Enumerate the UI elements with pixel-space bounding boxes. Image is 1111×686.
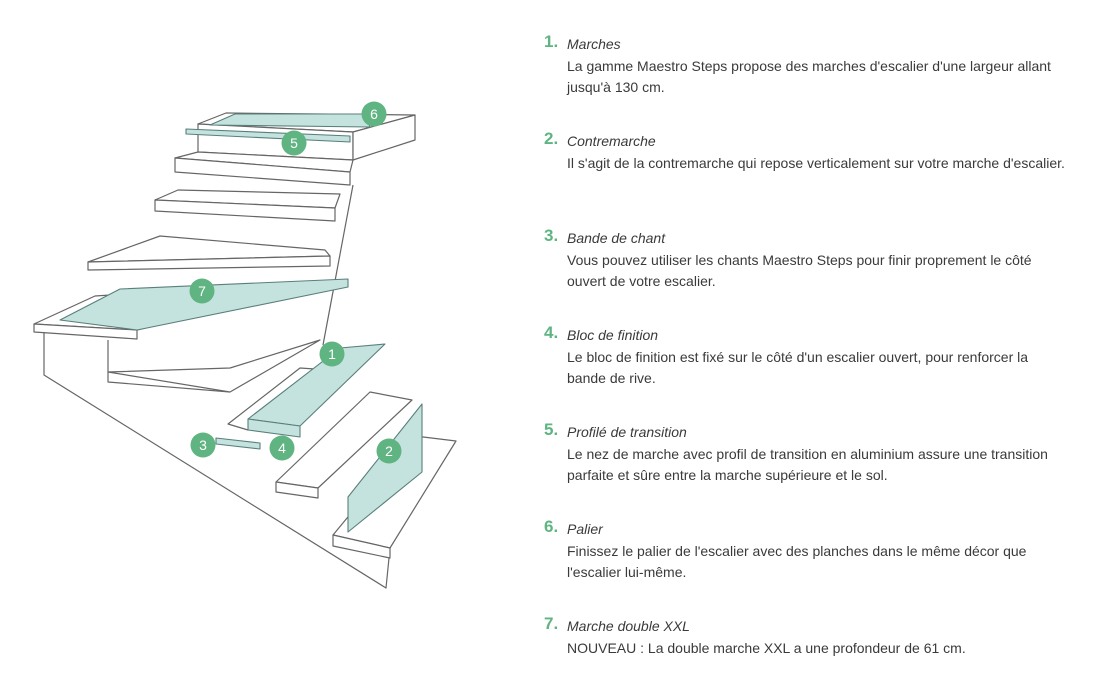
badge-circle — [190, 432, 216, 458]
step-front-g — [332, 534, 391, 559]
badge-label: 3 — [199, 437, 207, 453]
badge-5: 5 — [281, 130, 307, 156]
legend-title: Profilé de transition — [567, 424, 687, 440]
badge-label: 4 — [278, 440, 286, 456]
legend-description: Vous pouvez utiliser les chants Maestro … — [567, 252, 1032, 289]
legend-title: Marche double XXL — [567, 618, 690, 634]
legend-title: Contremarche — [567, 133, 656, 149]
badge-1: 1 — [319, 341, 345, 367]
legend-number: 2. — [544, 129, 559, 148]
badge-2: 2 — [376, 438, 402, 464]
step-front-b — [154, 199, 336, 222]
legend-number: 6. — [544, 517, 559, 536]
badge-circle — [281, 130, 307, 156]
badge-circle — [361, 101, 387, 127]
legend-title: Bande de chant — [567, 230, 666, 246]
legend-number: 4. — [544, 323, 559, 342]
step-front-f — [275, 481, 319, 499]
legend-description: La gamme Maestro Steps propose des march… — [567, 58, 1051, 95]
stair-diagram: 1 2 3 4 5 6 7 — [33, 101, 457, 589]
legend-description: Il s'agit de la contremarche qui repose … — [567, 155, 1065, 171]
legend-number: 1. — [544, 32, 559, 51]
badge-circle — [319, 341, 345, 367]
badge-4: 4 — [269, 435, 295, 461]
tread-nose-highlight — [247, 418, 301, 438]
badge-circle — [376, 438, 402, 464]
badge-label: 6 — [370, 106, 378, 122]
double-step-highlight — [59, 278, 349, 331]
legend-number: 5. — [544, 420, 559, 439]
legend-title: Marches — [567, 36, 621, 52]
badge-circle — [269, 435, 295, 461]
legend-description: Finissez le palier de l'escalier avec de… — [567, 543, 1027, 580]
badge-label: 5 — [290, 135, 298, 151]
badge-label: 1 — [328, 346, 336, 362]
badge-label: 7 — [198, 283, 206, 299]
stringer-right — [322, 184, 354, 346]
edge-band-highlight — [215, 437, 261, 450]
landing-board-highlight — [209, 113, 371, 128]
stringer-left — [43, 332, 391, 589]
legend-description: Le nez de marche avec profil de transiti… — [567, 446, 1048, 483]
badge-circle — [189, 278, 215, 304]
riser-highlight — [347, 403, 423, 533]
legend-number: 3. — [544, 226, 559, 245]
badge-7: 7 — [189, 278, 215, 304]
badge-label: 2 — [385, 443, 393, 459]
badge-3: 3 — [190, 432, 216, 458]
legend-description: NOUVEAU : La double marche XXL a une pro… — [567, 640, 966, 656]
legend-title: Palier — [567, 521, 603, 537]
legend-description: Le bloc de finition est fixé sur le côté… — [567, 349, 1029, 386]
landing-side — [352, 114, 416, 161]
step-front-c — [87, 255, 331, 271]
badge-6: 6 — [361, 101, 387, 127]
step-top-d — [107, 339, 321, 393]
step-front-a — [174, 157, 351, 186]
legend-number: 7. — [544, 614, 559, 633]
double-step-front — [33, 323, 138, 340]
riser-back — [107, 340, 231, 393]
legend-title: Bloc de finition — [567, 327, 659, 343]
